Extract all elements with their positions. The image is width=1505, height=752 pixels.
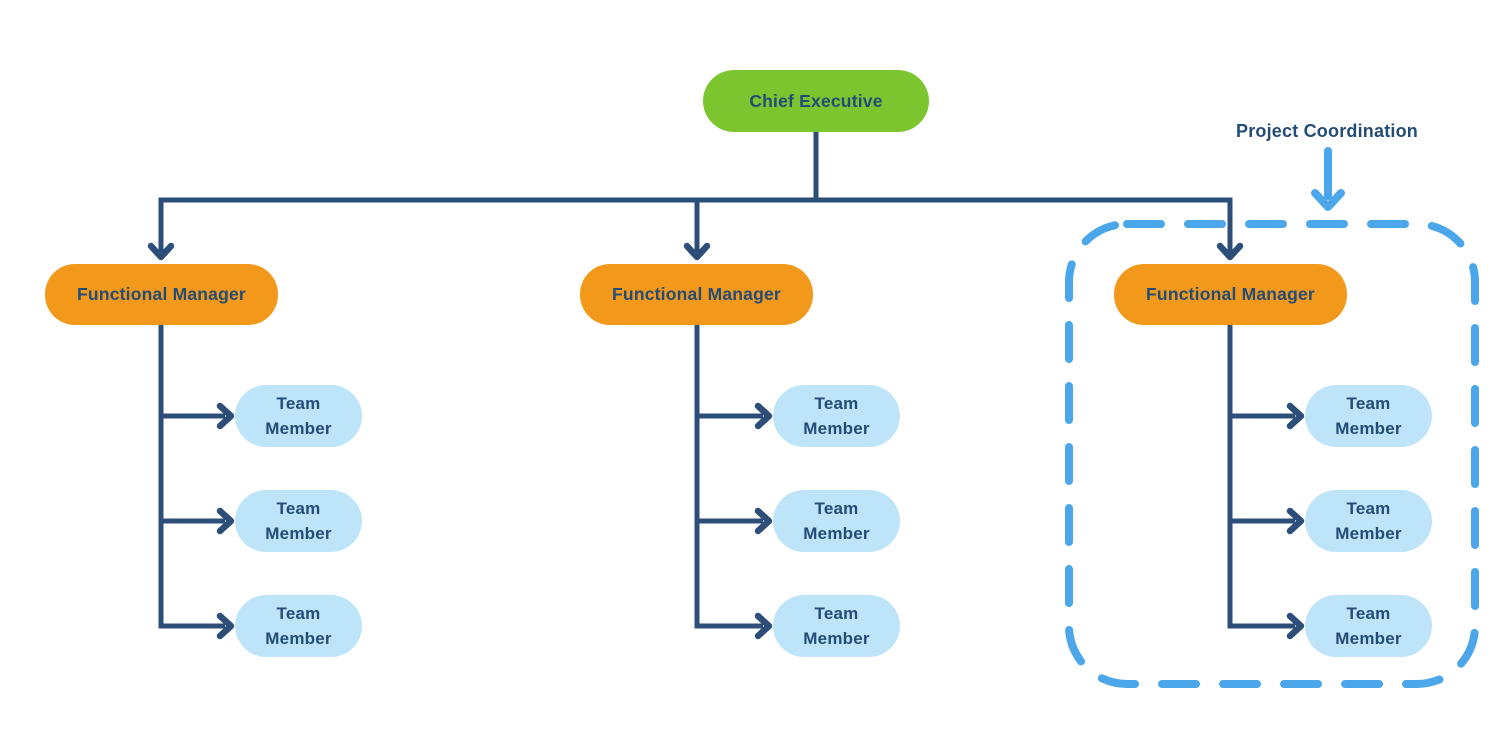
arrow-right-icon — [754, 507, 773, 535]
arrow-down-icon — [683, 242, 711, 261]
team-member-node: Team Member — [1305, 385, 1432, 447]
team-member-node: Team Member — [235, 595, 362, 657]
arrow-right-icon — [216, 612, 235, 640]
team-member-node: Team Member — [1305, 595, 1432, 657]
arrow-right-icon — [216, 402, 235, 430]
arrow-right-icon — [1286, 507, 1305, 535]
team-member-node: Team Member — [235, 385, 362, 447]
project-coordination-label: Project Coordination — [1235, 121, 1418, 141]
team-member-node: Team Member — [773, 595, 900, 657]
team-member-node: Team Member — [235, 490, 362, 552]
functional-manager-node-1: Functional Manager — [45, 264, 278, 325]
functional-manager-node-2: Functional Manager — [580, 264, 813, 325]
arrow-right-icon — [1286, 402, 1305, 430]
team-member-node: Team Member — [773, 490, 900, 552]
chief-executive-node: Chief Executive — [703, 70, 929, 132]
arrow-right-icon — [754, 612, 773, 640]
column-2-connectors — [694, 325, 773, 640]
column-1-connectors — [158, 325, 235, 640]
root-connector — [147, 132, 1244, 261]
project-coordination-arrow-icon — [1311, 147, 1345, 211]
functional-manager-node-3: Functional Manager — [1114, 264, 1347, 325]
arrow-right-icon — [216, 507, 235, 535]
arrow-right-icon — [1286, 612, 1305, 640]
arrow-down-icon — [147, 242, 175, 261]
column-3-connectors — [1227, 325, 1305, 640]
arrow-down-icon — [1216, 242, 1244, 261]
team-member-node: Team Member — [1305, 490, 1432, 552]
arrow-right-icon — [754, 402, 773, 430]
project-coordination-boundary — [1065, 220, 1479, 688]
team-member-node: Team Member — [773, 385, 900, 447]
